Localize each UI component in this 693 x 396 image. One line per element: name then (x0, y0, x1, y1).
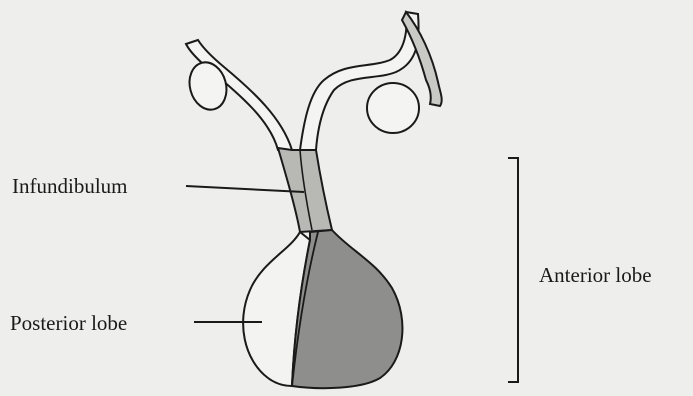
anterior-lobe-label: Anterior lobe (539, 265, 652, 286)
right-oval (367, 83, 419, 133)
infundibulum-leader-line (186, 186, 304, 192)
infundibulum-label: Infundibulum (12, 176, 128, 197)
posterior-lobe-label: Posterior lobe (10, 313, 127, 334)
anterior-lobe-bracket (508, 158, 518, 382)
anterior-lobe (292, 230, 402, 388)
